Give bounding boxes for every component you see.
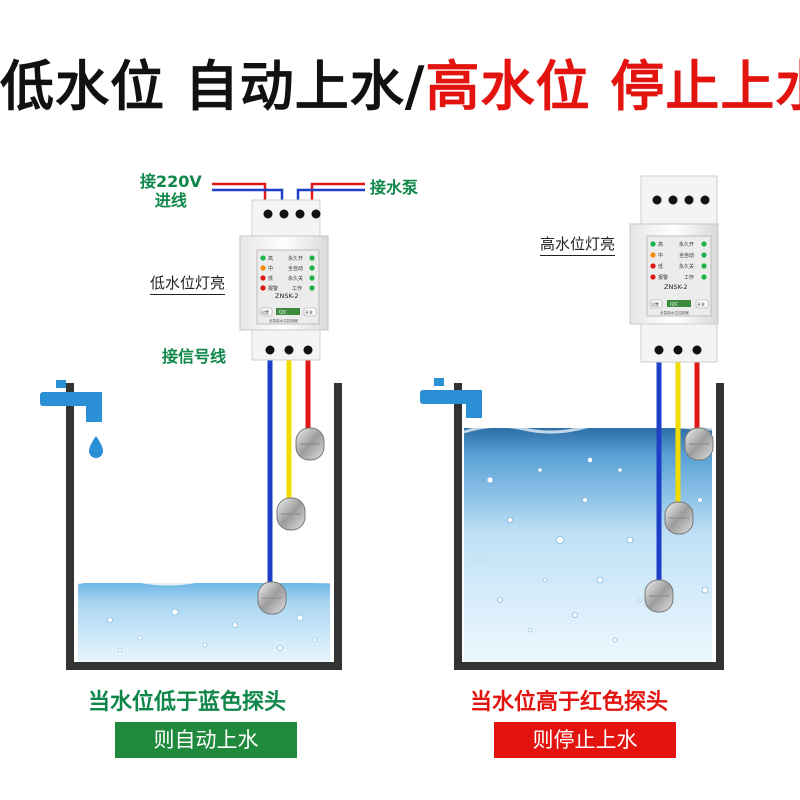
right-caption: 当水位高于红色探头 [470,690,669,715]
right-btn-set: 设置 [651,301,659,307]
left-indicator-label: 低水位灯亮 [150,272,226,295]
left-controller-device: 高 中 低 报警 永久开 全自动 永久关 工作 ZNSK-2 设置 开关 QJC… [239,199,329,361]
left-row-label-alarm: 报警 [268,285,278,292]
page-title: 低水位 自动上水/高水位 停止上水 [0,52,800,122]
right-mode-label-auto: 全自动 [679,252,694,259]
right-row-label-high: 高 [658,241,663,248]
right-faucet-icon [420,378,482,418]
right-btn-switch: 开关 [697,301,705,307]
left-probe-wires [267,360,311,590]
left-btn-switch: 开关 [305,309,313,315]
title-low-level: 低水位 自动上水/ [0,55,426,118]
right-mode-label-off: 永久关 [679,263,694,270]
right-row-label-alarm: 报警 [658,274,668,281]
left-row-label-high: 高 [268,255,273,262]
right-bubbles [477,457,709,643]
left-power-label-line2: 进线 [154,191,187,210]
right-probe-wires [656,360,700,590]
left-caption: 当水位低于蓝色探头 [88,690,287,715]
right-brand: QJC [670,302,678,308]
right-badge: 则停止上水 [494,722,676,758]
right-device-model: ZNSK-2 [664,283,688,291]
left-power-label: 接220V 进线 [140,172,202,210]
right-probe-low [644,579,674,613]
left-probe-mid [276,497,306,531]
right-probe-mid [664,501,694,535]
left-bubbles [107,608,318,653]
left-mode-label-off: 永久关 [288,275,303,282]
left-tank [66,383,342,670]
left-device-model: ZNSK-2 [275,292,299,300]
left-probe-low [257,581,287,615]
left-mode-label-work: 工作 [292,285,302,292]
right-row-label-low: 低 [658,263,663,270]
right-probe-high [684,427,714,461]
left-brand: QJC [279,310,287,316]
left-device-footer: 全智能水位控制器 [269,318,298,323]
left-row-label-low: 低 [268,275,273,282]
title-high-level: 高水位 停止上水 [425,55,800,118]
left-power-label-line1: 接220V [140,172,202,191]
left-btn-set: 设置 [261,309,269,315]
left-pump-label: 接水泵 [370,178,419,197]
left-badge: 则自动上水 [115,722,297,758]
left-row-label-mid: 中 [268,265,273,272]
left-mode-label-auto: 全自动 [288,265,303,272]
left-signal-label: 接信号线 [162,347,227,366]
left-mode-label-on: 永久开 [288,255,303,262]
right-indicator-label: 高水位灯亮 [540,233,616,256]
left-probe-high [295,427,325,461]
right-device-footer: 全智能水位控制器 [660,310,689,315]
right-controller-device: 高 中 低 报警 永久开 全自动 永久关 工作 ZNSK-2 设置 开关 QJC… [629,175,719,363]
right-mode-label-on: 永久开 [679,241,694,248]
left-faucet-icon [40,380,103,458]
right-mode-label-work: 工作 [684,274,694,281]
right-row-label-mid: 中 [658,252,663,259]
right-tank [454,383,724,670]
